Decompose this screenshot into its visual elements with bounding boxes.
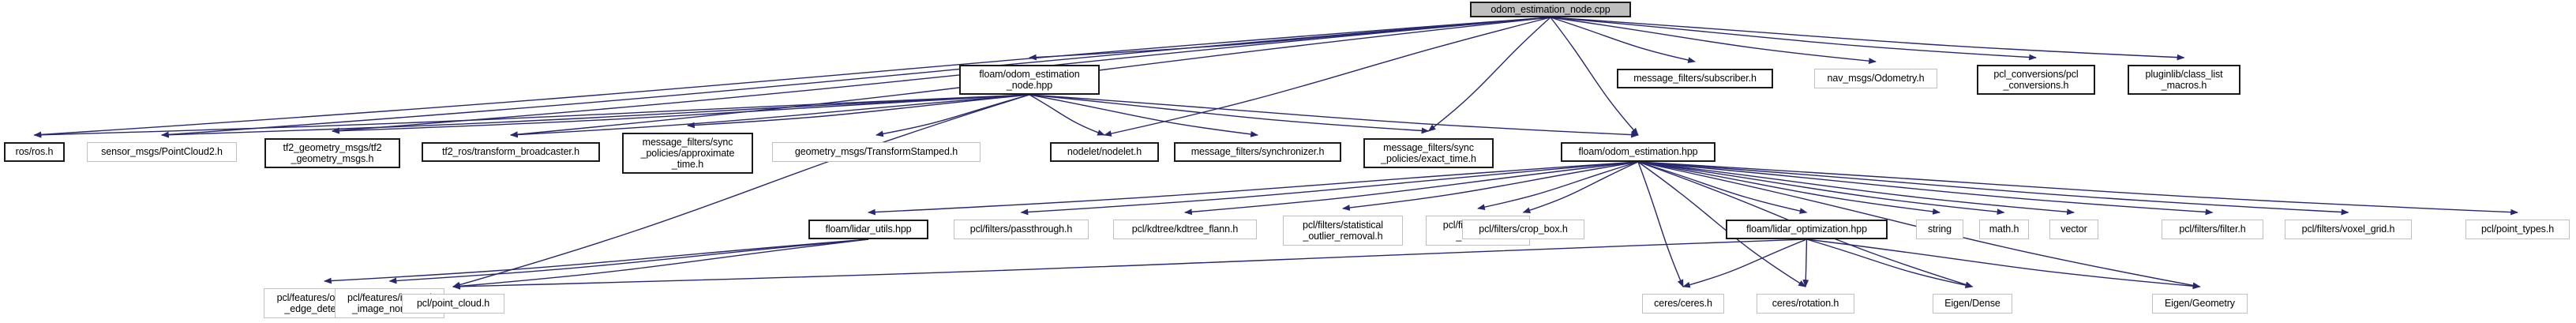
graph-edge-oen_hpp-to-nodelet <box>1029 94 1105 136</box>
graph-node-crop[interactable]: pcl/filters/crop_box.h <box>1462 220 1584 239</box>
graph-node-mf_exact[interactable]: message_filters/sync _policies/exact_tim… <box>1363 138 1494 168</box>
graph-node-geom_ts[interactable]: geometry_msgs/TransformStamped.h <box>772 142 981 162</box>
graph-edge-oe_hpp-to-math_h <box>1637 161 2005 215</box>
graph-edge-root-to-pluginlib <box>1550 17 2185 61</box>
graph-node-nav_odom[interactable]: nav_msgs/Odometry.h <box>1814 69 1937 88</box>
graph-edge-oen_hpp-to-ros_ros <box>33 94 1030 138</box>
graph-node-passthrough[interactable]: pcl/filters/passthrough.h <box>954 220 1089 239</box>
graph-edge-oe_hpp-to-lidar_utils <box>868 161 1639 216</box>
graph-node-mf_sub[interactable]: message_filters/subscriber.h <box>1617 69 1773 88</box>
graph-edge-oen_hpp-to-oe_hpp <box>1029 94 1639 138</box>
graph-edge-lidar_utils-to-organized_edge <box>324 238 869 284</box>
graph-edge-oe_hpp-to-lidar_opt <box>1637 161 1808 214</box>
graph-edge-oen_hpp-to-mf_exact <box>1029 94 1430 134</box>
graph-node-pcl_conv[interactable]: pcl_conversions/pcl _conversions.h <box>1977 65 2095 95</box>
graph-node-tf2_ros_b[interactable]: tf2_ros/transform_broadcaster.h <box>422 142 600 162</box>
graph-node-lidar_opt[interactable]: floam/lidar_optimization.hpp <box>1726 220 1888 239</box>
graph-node-oe_hpp[interactable]: floam/odom_estimation.hpp <box>1561 142 1715 162</box>
graph-edge-oe_hpp-to-voxel_grid <box>1637 161 2349 216</box>
graph-node-root[interactable]: odom_estimation_node.cpp <box>1470 2 1631 17</box>
graph-edge-oe_hpp-to-filter_h <box>1637 161 2214 216</box>
graph-edge-oen_hpp-to-tf2_geom <box>332 94 1030 134</box>
graph-edge-oen_hpp-to-geom_ts <box>876 94 1030 137</box>
graph-node-vector[interactable]: vector <box>2049 220 2098 239</box>
graph-edge-root-to-mf_exact <box>1427 17 1551 132</box>
graph-node-mf_sync[interactable]: message_filters/synchronizer.h <box>1174 142 1341 162</box>
graph-node-sensor_pc2[interactable]: sensor_msgs/PointCloud2.h <box>87 142 237 162</box>
graph-node-lidar_utils[interactable]: floam/lidar_utils.hpp <box>808 220 928 239</box>
graph-edge-lidar_opt-to-point_cloud <box>452 238 1807 290</box>
graph-edge-oe_hpp-to-crop <box>1522 161 1639 213</box>
graph-node-math_h[interactable]: math.h <box>1979 220 2029 239</box>
graph-node-stat_outlier[interactable]: pcl/filters/statistical _outlier_removal… <box>1283 216 1403 246</box>
graph-node-tf2_geom[interactable]: tf2_geometry_msgs/tf2 _geometry_msgs.h <box>264 138 400 168</box>
graph-edge-root-to-ros_ros <box>33 17 1551 138</box>
graph-node-eigen_geom[interactable]: Eigen/Geometry <box>2152 294 2248 314</box>
graph-edge-oen_hpp-to-tf2_ros_b <box>510 94 1030 138</box>
graph-node-mf_approx[interactable]: message_filters/sync _policies/approxima… <box>622 133 753 174</box>
graph-edge-lidar_utils-to-integral_img <box>388 238 869 284</box>
graph-edge-root-to-nodelet <box>1104 17 1551 137</box>
graph-node-point_cloud[interactable]: pcl/point_cloud.h <box>402 294 504 314</box>
graph-node-voxel_grid[interactable]: pcl/filters/voxel_grid.h <box>2285 220 2412 239</box>
graph-node-filter_h[interactable]: pcl/filters/filter.h <box>2162 220 2263 239</box>
graph-node-ros_ros[interactable]: ros/ros.h <box>4 142 65 162</box>
graph-edge-oe_hpp-to-string <box>1637 161 1940 215</box>
graph-edge-root-to-oen_hpp <box>1029 17 1551 61</box>
graph-node-oen_hpp[interactable]: floam/odom_estimation _node.hpp <box>959 65 1100 95</box>
graph-node-eigen_dense[interactable]: Eigen/Dense <box>1933 294 2012 314</box>
graph-edge-oe_hpp-to-ceres1 <box>1637 161 1684 287</box>
graph-edge-oe_hpp-to-passthrough <box>1020 161 1639 216</box>
graph-edge-oe_hpp-to-kdtree <box>1184 161 1639 216</box>
graph-edge-oen_hpp-to-mf_approx <box>687 94 1030 129</box>
graph-node-ceres_rot[interactable]: ceres/rotation.h <box>1757 294 1854 314</box>
graph-edge-oe_hpp-to-vector <box>1637 161 2075 216</box>
graph-edge-lidar_opt-to-ceres_rot <box>1802 238 1809 287</box>
graph-edge-oen_hpp-to-sensor_pc2 <box>161 94 1030 138</box>
graph-node-point_types[interactable]: pcl/point_types.h <box>2465 220 2570 239</box>
graph-edge-root-to-mf_sub <box>1550 17 1696 63</box>
graph-edge-oen_hpp-to-point_cloud <box>452 94 1030 288</box>
graph-edge-root-to-pcl_conv <box>1550 17 2037 61</box>
graph-node-ceres1[interactable]: ceres/ceres.h <box>1642 294 1724 314</box>
graph-edge-lidar_opt-to-eigen_dense <box>1806 238 1974 289</box>
graph-edge-oe_hpp-to-extract_idx <box>1477 161 1639 210</box>
graph-edge-lidar_opt-to-ceres1 <box>1682 238 1807 288</box>
graph-node-nodelet[interactable]: nodelet/nodelet.h <box>1050 142 1159 162</box>
graph-edge-oe_hpp-to-point_types <box>1637 161 2518 216</box>
graph-edge-root-to-nav_odom <box>1550 17 1877 65</box>
graph-edge-oe_hpp-to-stat_outlier <box>1342 161 1639 211</box>
graph-node-string[interactable]: string <box>1916 220 1963 239</box>
graph-edge-lidar_opt-to-eigen_geom <box>1806 238 2201 290</box>
graph-edge-root-to-sensor_pc2 <box>161 17 1551 138</box>
graph-node-kdtree[interactable]: pcl/kdtree/kdtree_flann.h <box>1113 220 1257 239</box>
graph-edge-oen_hpp-to-mf_sync <box>1029 94 1258 137</box>
graph-edge-root-to-tf2_geom <box>332 17 1551 134</box>
graph-edge-lidar_utils-to-point_cloud <box>452 238 869 290</box>
graph-node-pluginlib[interactable]: pluginlib/class_list _macros.h <box>2128 65 2240 95</box>
